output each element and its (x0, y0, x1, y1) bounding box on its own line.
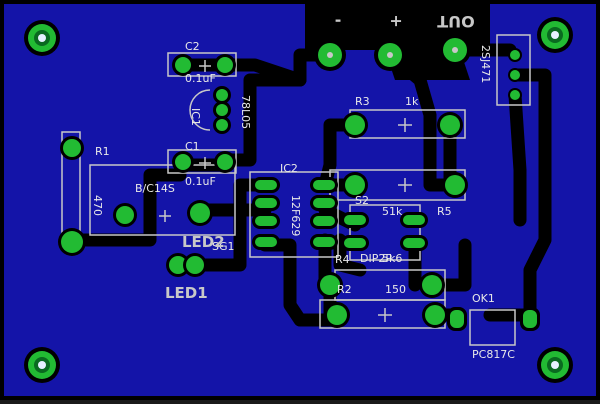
s2-value: DIP2P (360, 252, 392, 265)
led2-ref: LED2 (182, 233, 225, 251)
ic1-value: 78L05 (239, 95, 252, 129)
c2-value: 0.1uF (185, 72, 216, 85)
sj-ref: 2SJ471 (479, 45, 492, 83)
c2-ref: C2 (185, 40, 200, 53)
ic1-ref: IC1 (189, 108, 202, 126)
connector-label-plus: + (389, 12, 402, 31)
r3-value: 1k (405, 95, 419, 108)
s2-ref: S2 (355, 194, 369, 207)
sg1-ref: SG1 (212, 240, 235, 253)
r1-extra: B/C14S (135, 182, 175, 195)
r2-value: 150 (385, 283, 406, 296)
r5k6-value: 5k6 (382, 252, 402, 265)
mounting-hole (537, 347, 573, 383)
oblong-pads (252, 177, 540, 331)
silk-marks (159, 60, 412, 322)
ic2-ref: IC2 (280, 162, 298, 175)
component-labels: C2 0.1uF C1 0.1uF IC1 78L05 R1 B/C14S 47… (91, 40, 515, 361)
connector-label-minus: - (335, 12, 342, 31)
mounting-hole (24, 20, 60, 56)
led1-ref: LED1 (165, 284, 208, 302)
r51k-value: 51k (382, 205, 403, 218)
r4-ref: R4 (335, 253, 350, 266)
c1-ref: C1 (185, 140, 200, 153)
r1-value: 470 (91, 195, 104, 216)
round-pads (58, 34, 522, 328)
ok1-value: PC817C (472, 348, 515, 361)
mounting-hole (24, 347, 60, 383)
connector-label-out: OUT (437, 12, 475, 31)
r1-ref: R1 (95, 145, 110, 158)
led-labels: LED2 LED1 (165, 233, 225, 302)
r5-ref: R5 (437, 205, 452, 218)
r2-ref: R2 (337, 283, 352, 296)
ok1-ref: OK1 (472, 292, 495, 305)
connector-labels: - + OUT (335, 12, 475, 31)
r3-ref: R3 (355, 95, 370, 108)
mounting-hole (537, 17, 573, 53)
ic2-value: 12F629 (289, 195, 302, 236)
mounting-holes (24, 17, 573, 383)
c1-value: 0.1uF (185, 175, 216, 188)
